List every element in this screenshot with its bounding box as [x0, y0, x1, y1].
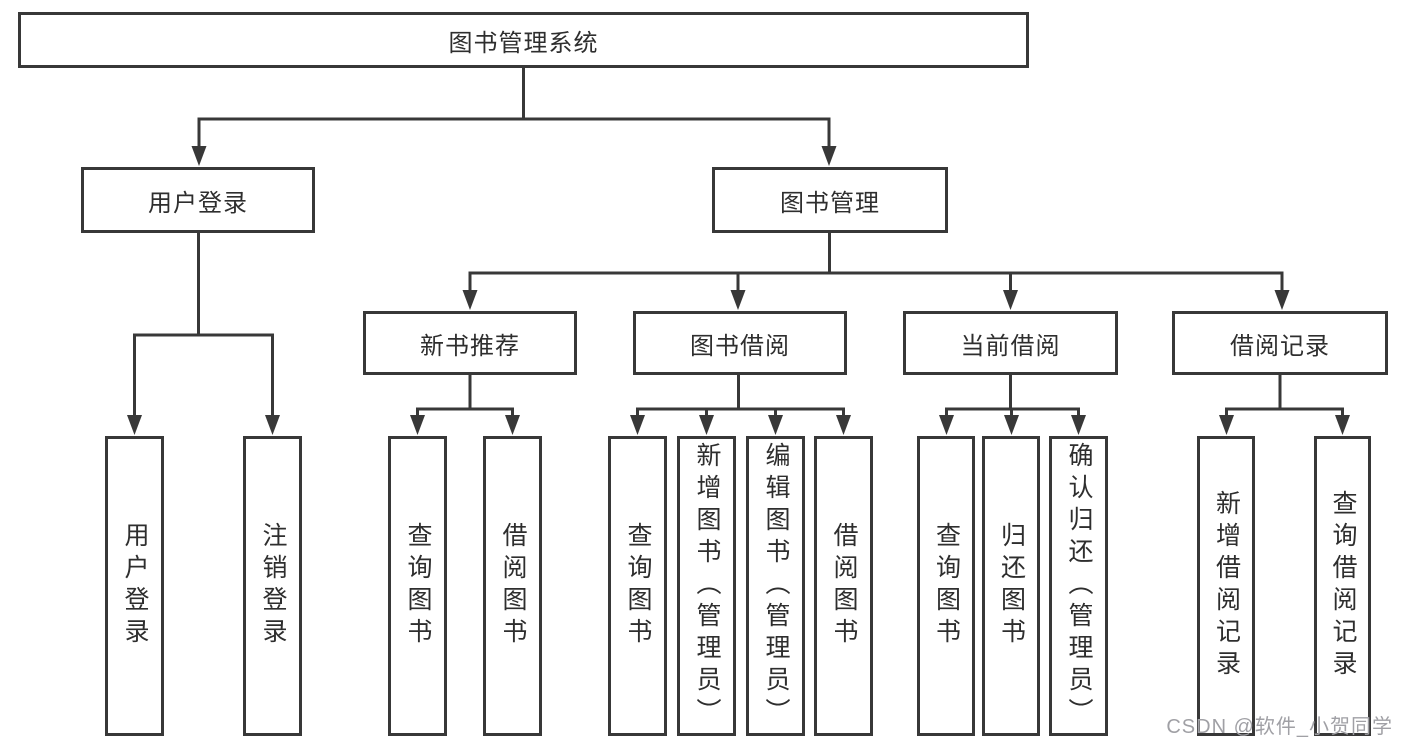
leaf-borrow-books-under-new-book: 借阅图书 [483, 436, 542, 736]
node-root-system: 图书管理系统 [18, 12, 1029, 68]
leaf-add-borrow-record: 新增借阅记录 [1197, 436, 1255, 736]
leaf-add-book-admin: 新增图书（管理员） [677, 436, 736, 736]
leaf-user-login: 用户登录 [105, 436, 164, 736]
node-label: 查询图书 [404, 522, 432, 650]
node-label: 新书推荐 [420, 332, 520, 360]
connector-new-book-to-children [410, 374, 520, 435]
node-label: 归还图书 [997, 522, 1026, 650]
connector-book-borrow-to-children [630, 374, 851, 435]
node-label: 图书借阅 [690, 332, 790, 360]
connector-current-borrow-to-children [939, 374, 1086, 435]
leaf-query-books-under-book-borrow: 查询图书 [608, 436, 667, 736]
connector-user-login-to-children [127, 231, 280, 435]
node-borrow-records: 借阅记录 [1172, 311, 1388, 375]
node-label: 借阅图书 [499, 522, 527, 650]
node-label: 注销登录 [259, 522, 287, 650]
node-label: 当前借阅 [960, 332, 1061, 360]
leaf-query-borrow-record: 查询借阅记录 [1314, 436, 1371, 736]
leaf-edit-book-admin: 编辑图书（管理员） [746, 436, 805, 736]
node-label: 用户登录 [148, 189, 248, 217]
node-label: 查询借阅记录 [1329, 490, 1357, 682]
csdn-watermark: CSDN @软件_小贺同学 [1166, 716, 1393, 738]
node-label: 图书管理系统 [448, 29, 599, 57]
leaf-logout: 注销登录 [243, 436, 302, 736]
node-label: 借阅图书 [830, 522, 858, 650]
node-label: 查询图书 [932, 522, 961, 650]
node-label: 借阅记录 [1230, 332, 1330, 360]
connector-borrow-records-to-children [1219, 374, 1350, 435]
node-label: 编辑图书（管理员） [762, 442, 790, 730]
node-label: 新增借阅记录 [1212, 490, 1241, 682]
node-new-book-recommend: 新书推荐 [363, 311, 577, 375]
node-book-borrow: 图书借阅 [633, 311, 847, 375]
node-label: 图书管理 [780, 189, 880, 217]
node-label: 确认归还（管理员） [1065, 442, 1093, 730]
leaf-query-books-under-new-book: 查询图书 [388, 436, 447, 736]
connector-root-to-level2 [191, 68, 837, 166]
leaf-borrow-books-under-book-borrow: 借阅图书 [814, 436, 873, 736]
node-label: 查询图书 [624, 522, 652, 650]
leaf-confirm-return-admin: 确认归还（管理员） [1049, 436, 1108, 736]
connector-book-management-to-level3 [462, 231, 1290, 310]
node-current-borrow: 当前借阅 [903, 311, 1118, 375]
leaf-query-books-under-current-borrow: 查询图书 [917, 436, 975, 736]
node-user-login: 用户登录 [81, 167, 315, 233]
node-label: 新增图书（管理员） [693, 442, 721, 730]
node-book-management: 图书管理 [712, 167, 948, 233]
node-label: 用户登录 [121, 522, 149, 650]
leaf-return-book: 归还图书 [982, 436, 1040, 736]
